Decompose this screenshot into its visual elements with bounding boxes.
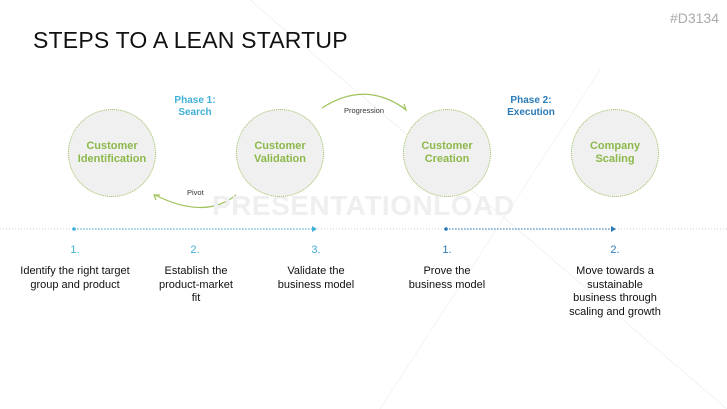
step-number: 1. bbox=[442, 244, 452, 256]
step-caption: Establish the product-market fit bbox=[159, 265, 233, 304]
step-caption: Prove the business model bbox=[408, 265, 486, 291]
phase2-label: Phase 2: Execution bbox=[507, 95, 555, 118]
step-caption: Move towards a sustainable business thro… bbox=[569, 265, 661, 318]
step-number: 2. bbox=[190, 244, 200, 256]
step-number: 1. bbox=[70, 244, 80, 256]
phase1-label: Phase 1: Search bbox=[174, 95, 216, 118]
slide-code: #D3134 bbox=[669, 10, 719, 26]
step-caption: Validate the business model bbox=[277, 265, 355, 291]
progression-arrow bbox=[321, 93, 406, 110]
pivot-arrow bbox=[154, 194, 237, 209]
pivot-label: Pivot bbox=[187, 188, 204, 197]
step-number: 3. bbox=[311, 244, 321, 256]
progression-label: Progression bbox=[344, 106, 385, 115]
page-title: STEPS TO A LEAN STARTUP bbox=[33, 27, 348, 53]
watermark: PRESENTATIONLOAD bbox=[212, 190, 515, 221]
step-caption: Identify the right target group and prod… bbox=[20, 265, 130, 291]
step-number: 2. bbox=[610, 244, 620, 256]
